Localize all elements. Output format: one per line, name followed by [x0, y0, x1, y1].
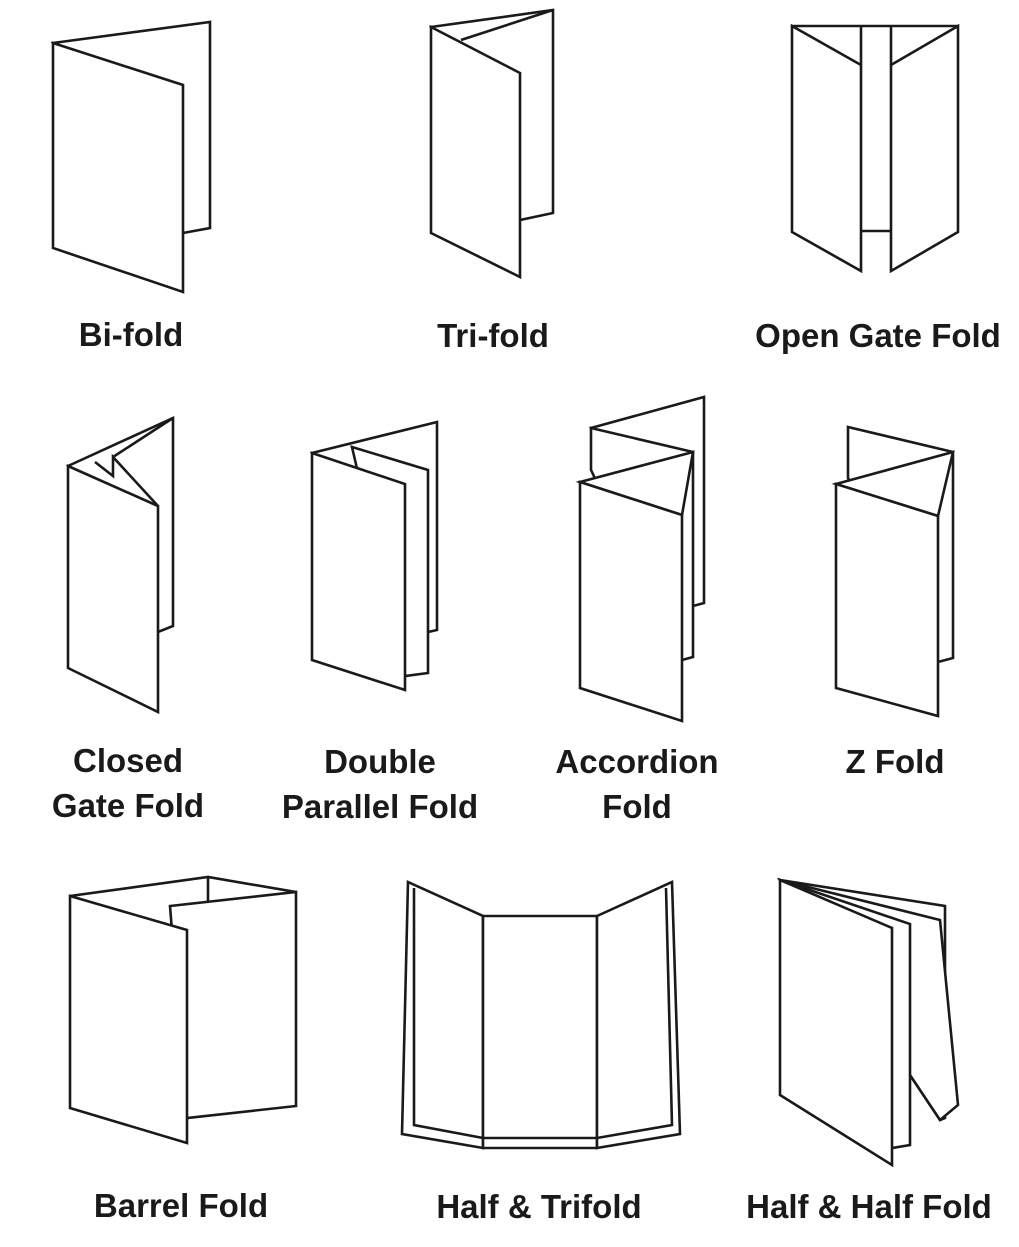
label-line: Parallel Fold — [281, 788, 479, 825]
label-line: Gate Fold — [51, 787, 205, 824]
double-parallel-fold-illustration — [309, 420, 439, 692]
label-line: Barrel Fold — [93, 1187, 269, 1224]
z-fold-illustration — [831, 425, 955, 718]
tri-fold-illustration — [429, 8, 555, 280]
barrel-fold-illustration — [68, 875, 298, 1145]
label-line: Z Fold — [845, 743, 945, 780]
label-line: Half & Trifold — [436, 1188, 642, 1225]
label-line: Tri-fold — [437, 317, 549, 354]
fold-label-open-gate-fold: Open Gate Fold — [755, 313, 1001, 358]
fold-label-tri-fold: Tri-fold — [437, 313, 549, 358]
half-half-fold-illustration — [777, 877, 960, 1168]
closed-gate-fold-illustration — [66, 415, 175, 715]
label-line: Half & Half Fold — [746, 1188, 992, 1225]
fold-label-bi-fold: Bi-fold — [79, 312, 183, 357]
label-line: Fold — [602, 788, 672, 825]
fold-label-barrel-fold: Barrel Fold — [94, 1183, 268, 1228]
accordion-fold-illustration — [575, 395, 706, 723]
bi-fold-illustration — [50, 20, 212, 294]
label-line: Closed — [72, 742, 184, 779]
label-line: Bi-fold — [78, 316, 184, 353]
fold-label-half-trifold: Half & Trifold — [436, 1184, 641, 1229]
label-line: Accordion — [555, 743, 719, 780]
fold-label-z-fold: Z Fold — [846, 739, 945, 784]
half-trifold-illustration — [400, 880, 682, 1150]
fold-label-half-half-fold: Half & Half Fold — [746, 1184, 992, 1229]
label-line: Open Gate Fold — [755, 317, 1001, 354]
label-line: Double — [324, 743, 436, 780]
open-gate-fold-illustration — [790, 23, 960, 274]
